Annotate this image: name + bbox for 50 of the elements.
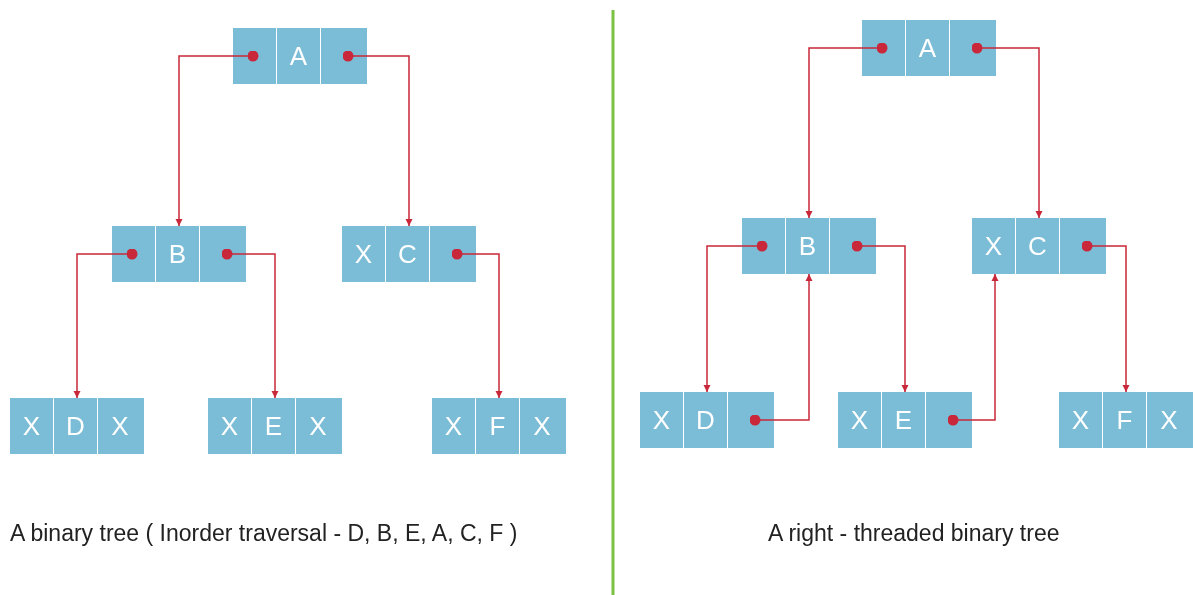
caption: A binary tree ( Inorder traversal - D, B, E, A, C, F ) bbox=[10, 520, 518, 547]
node-label: X bbox=[220, 410, 239, 442]
pointer-arrow bbox=[851, 240, 909, 393]
pointer-arrow bbox=[805, 42, 888, 219]
tree-node-box bbox=[112, 226, 246, 282]
tree-node-box bbox=[838, 392, 972, 448]
pointer-arrow bbox=[1081, 240, 1130, 393]
node-label: X bbox=[1071, 404, 1090, 436]
tree-node-box bbox=[972, 218, 1106, 274]
pointer-arrow bbox=[451, 248, 503, 399]
node-label: X bbox=[22, 410, 41, 442]
node-label: F bbox=[489, 410, 506, 442]
tree-node-box bbox=[10, 398, 144, 454]
node-label: C bbox=[398, 238, 417, 270]
node-label: E bbox=[894, 404, 913, 436]
tree-node-box bbox=[342, 226, 476, 282]
node-label: X bbox=[111, 410, 129, 442]
node-label: X bbox=[444, 410, 463, 442]
pointer-arrow bbox=[342, 50, 413, 227]
node-label: X bbox=[1160, 404, 1178, 436]
node-label: A bbox=[289, 40, 308, 72]
tree-node-box bbox=[432, 398, 566, 454]
pointer-arrow bbox=[749, 273, 813, 426]
node-label: F bbox=[1116, 404, 1133, 436]
node-label: X bbox=[850, 404, 869, 436]
node-label: X bbox=[652, 404, 671, 436]
tree-node-box bbox=[233, 28, 367, 84]
node-label: B bbox=[168, 238, 187, 270]
caption: A right - threaded binary tree bbox=[768, 520, 1060, 547]
tree-node-box bbox=[640, 392, 774, 448]
node-label: X bbox=[309, 410, 327, 442]
pointer-arrow bbox=[703, 240, 768, 393]
node-label: D bbox=[66, 410, 85, 442]
pointer-arrow bbox=[175, 50, 259, 227]
pointer-arrow bbox=[947, 273, 999, 426]
tree-node-box bbox=[862, 20, 996, 76]
pointer-arrow bbox=[221, 248, 279, 399]
tree-node-box bbox=[1059, 392, 1193, 448]
node-label: E bbox=[264, 410, 283, 442]
node-label: X bbox=[533, 410, 551, 442]
tree-node-box bbox=[742, 218, 876, 274]
node-label: D bbox=[696, 404, 715, 436]
node-label: B bbox=[798, 230, 817, 262]
node-label: X bbox=[354, 238, 373, 270]
node-label: A bbox=[918, 32, 937, 64]
node-label: X bbox=[984, 230, 1003, 262]
node-label: C bbox=[1028, 230, 1047, 262]
pointer-arrow bbox=[971, 42, 1043, 219]
pointer-arrow bbox=[73, 248, 138, 399]
tree-node-box bbox=[208, 398, 342, 454]
